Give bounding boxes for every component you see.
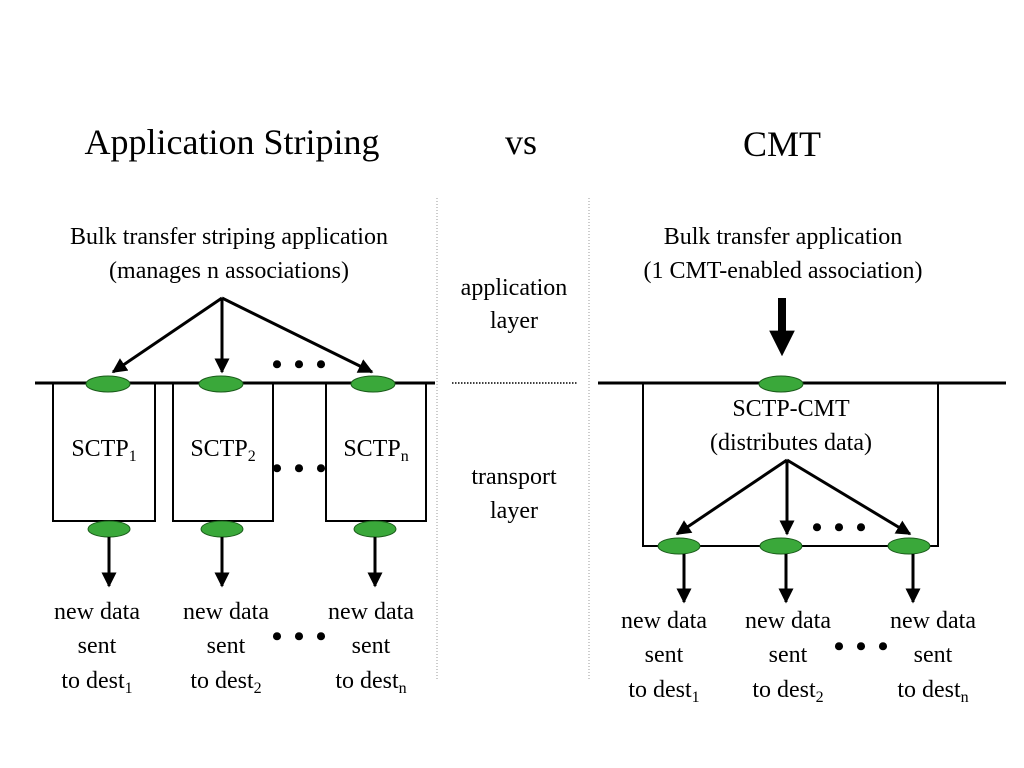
- svg-text:sent: sent: [645, 642, 684, 668]
- left-bottom-ellipsis: • • •: [272, 620, 329, 653]
- left-arrow-to-sctp1: [111, 296, 223, 374]
- left-arrow-to-sctpn: [221, 296, 374, 374]
- right-app-subtitle: (1 CMT-enabled association): [643, 258, 922, 284]
- left-endpoint-bottom-n: [353, 520, 397, 538]
- cmt-endpoint-bottom-2: [759, 537, 803, 555]
- left-output-n: new data sent to destn: [328, 599, 414, 697]
- svg-text:to destn: to destn: [897, 677, 968, 706]
- layer-application-line1: application: [461, 275, 568, 301]
- left-endpoint-top-1: [85, 375, 131, 393]
- svg-text:sent: sent: [769, 642, 808, 668]
- sctp-label-n: SCTPn: [343, 436, 408, 465]
- title-cmt: CMT: [743, 124, 821, 164]
- sctp-label-2: SCTP2: [190, 436, 255, 465]
- sctp-cmt-label: SCTP-CMT: [732, 396, 850, 422]
- title-application-striping: Application Striping: [85, 122, 380, 162]
- svg-text:sent: sent: [207, 633, 246, 659]
- cmt-arrow-to-destn: [786, 458, 912, 536]
- svg-text:new data: new data: [183, 599, 269, 625]
- right-output-n: new data sent to destn: [890, 608, 976, 706]
- right-panel: Bulk transfer application (1 CMT-enabled…: [598, 224, 1006, 706]
- left-endpoint-top-2: [198, 375, 244, 393]
- right-output-2: new data sent to dest2: [745, 608, 831, 706]
- svg-text:to dest1: to dest1: [628, 677, 699, 706]
- sctp-cmt-sublabel: (distributes data): [710, 430, 872, 456]
- cmt-endpoint-top: [758, 375, 804, 393]
- svg-text:sent: sent: [78, 633, 117, 659]
- svg-text:to dest1: to dest1: [61, 668, 132, 697]
- layer-transport-line1: transport: [471, 464, 557, 490]
- svg-text:sent: sent: [914, 642, 953, 668]
- left-output-1: new data sent to dest1: [54, 599, 140, 697]
- left-mid-ellipsis: • • •: [272, 452, 329, 485]
- left-endpoint-bottom-1: [87, 520, 131, 538]
- left-output-2: new data sent to dest2: [183, 599, 269, 697]
- left-app-title: Bulk transfer striping application: [70, 224, 388, 250]
- right-output-1: new data sent to dest1: [621, 608, 707, 706]
- left-endpoint-top-n: [350, 375, 396, 393]
- layer-application-line2: layer: [490, 308, 538, 334]
- svg-text:new data: new data: [328, 599, 414, 625]
- title-vs: vs: [505, 122, 537, 162]
- left-endpoint-bottom-2: [200, 520, 244, 538]
- right-mid-ellipsis: • • •: [812, 511, 869, 544]
- svg-text:to destn: to destn: [335, 668, 406, 697]
- cmt-endpoint-bottom-1: [657, 537, 701, 555]
- svg-text:to dest2: to dest2: [190, 668, 261, 697]
- layer-transport-line2: layer: [490, 498, 538, 524]
- svg-text:new data: new data: [745, 608, 831, 634]
- svg-text:sent: sent: [352, 633, 391, 659]
- cmt-arrow-to-dest1: [675, 458, 788, 536]
- left-top-ellipsis: • • •: [272, 348, 329, 381]
- left-panel: Bulk transfer striping application (mana…: [35, 224, 435, 697]
- sctp-label-1: SCTP1: [71, 436, 136, 465]
- svg-text:new data: new data: [54, 599, 140, 625]
- left-app-subtitle: (manages n associations): [109, 258, 349, 284]
- right-bottom-ellipsis: • • •: [834, 630, 891, 663]
- svg-text:to dest2: to dest2: [752, 677, 823, 706]
- cmt-endpoint-bottom-n: [887, 537, 931, 555]
- right-app-title: Bulk transfer application: [664, 224, 903, 250]
- svg-text:new data: new data: [621, 608, 707, 634]
- svg-text:new data: new data: [890, 608, 976, 634]
